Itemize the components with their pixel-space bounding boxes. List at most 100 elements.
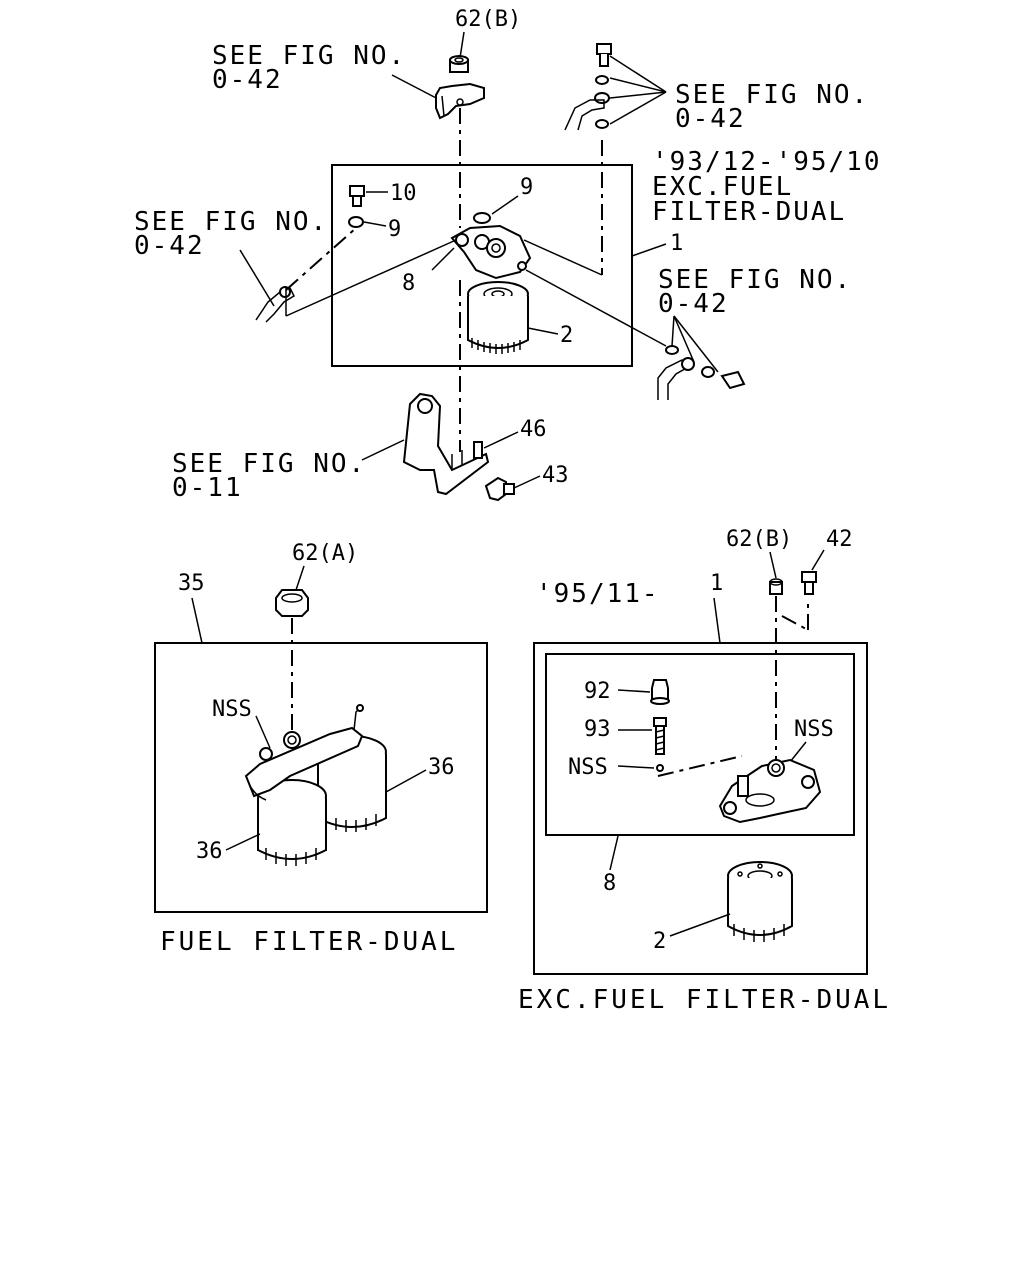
leader-2-top: [527, 327, 559, 335]
leader-8-top: [431, 247, 455, 271]
bolt-43: [484, 476, 515, 502]
leader-ref-right-1: [671, 315, 675, 347]
top-assembly-frame: [331, 164, 633, 367]
upper-bracket-clamp: [435, 82, 485, 120]
callout-43: 43: [542, 463, 569, 488]
callout-62b-single: 62(B): [726, 527, 792, 552]
leader-62b-top: [459, 31, 465, 59]
filter-head-8-single: [718, 758, 822, 824]
callout-1-top: 1: [670, 231, 683, 256]
oring-nss: [656, 764, 664, 772]
ref-upper-left-line2: 0-42: [212, 65, 283, 95]
top-section: 62(B) SEE FIG NO. 0-42: [134, 7, 882, 503]
leader-9-right: [491, 195, 519, 215]
right-fuel-pipe: [657, 345, 746, 400]
single-inner-frame: [545, 653, 855, 836]
line-left-pipe-to-head: [285, 239, 457, 317]
leader-ref-upper-left: [391, 74, 441, 101]
single-date-note: '95/11-: [536, 579, 660, 609]
callout-8-top: 8: [402, 271, 415, 296]
left-fuel-pipe: [255, 286, 295, 323]
nut-62b-single: [769, 578, 783, 595]
ref-left-line1: SEE FIG NO.: [134, 207, 328, 237]
ref-right-line1: SEE FIG NO.: [658, 265, 852, 295]
ref-upper-left-line1: SEE FIG NO.: [212, 41, 406, 71]
callout-2-single: 2: [653, 929, 666, 954]
line-head-to-right-pipe: [525, 269, 667, 347]
mounting-bracket: [402, 392, 490, 496]
single-filter-section: '95/11- 1 62(B) 42 92 93 NS: [518, 527, 891, 1015]
callout-35: 35: [178, 571, 205, 596]
callout-9-left: 9: [388, 217, 401, 242]
leader-43: [513, 475, 541, 489]
filter-head-8: [450, 224, 532, 280]
callout-46: 46: [520, 417, 547, 442]
ref-upper-right-line1: SEE FIG NO.: [675, 80, 869, 110]
leader-ur-4: [609, 91, 667, 125]
leader-62a: [295, 565, 305, 591]
leader-nss-dual: [255, 715, 271, 749]
nut-62a: [275, 589, 309, 617]
filter-cartridge-2-top: [467, 281, 529, 354]
bolt-10: [349, 185, 365, 207]
line-right-bolt-to-head: [523, 239, 603, 276]
callout-92: 92: [584, 679, 611, 704]
stud-46: [473, 441, 483, 459]
ref-right-line2: 0-42: [658, 289, 729, 319]
callout-nss-single-left: NSS: [568, 755, 608, 780]
leader-ur-3: [609, 91, 667, 99]
callout-36-right: 36: [428, 755, 455, 780]
line-left-pipe-to-washer: [285, 227, 357, 291]
upper-right-bolt-stack: [564, 43, 612, 131]
leader-1-top: [631, 243, 667, 257]
callout-62b-top: 62(B): [455, 7, 521, 32]
leader-36-right: [385, 769, 427, 793]
ref-bottom-line2: 0-11: [172, 473, 243, 503]
leader-nss-single-left: [617, 765, 655, 769]
callout-nss-single-right: NSS: [794, 717, 834, 742]
dash-oring-to-head: [657, 755, 743, 777]
ref-left-line2: 0-42: [134, 231, 205, 261]
washer-9-left: [348, 216, 364, 228]
dual-filter-assembly: [244, 704, 387, 866]
callout-62a: 62(A): [292, 541, 358, 566]
leader-8-single: [609, 835, 619, 871]
ref-upper-right-line2: 0-42: [675, 104, 746, 134]
callout-1-single: 1: [710, 571, 723, 596]
callout-nss-dual: NSS: [212, 697, 252, 722]
leader-42: [811, 549, 825, 571]
leader-62b-single: [769, 551, 777, 579]
filter-cartridge-2-single: [727, 861, 793, 942]
leader-92: [617, 689, 651, 693]
callout-8-single: 8: [603, 871, 616, 896]
leader-ref-bottom: [361, 439, 405, 461]
leader-ref-right-2: [673, 315, 695, 363]
top-date-note-line3: FILTER-DUAL: [652, 197, 846, 227]
callout-2-top: 2: [560, 323, 573, 348]
single-outer-frame: [533, 642, 868, 975]
leader-9-left: [363, 221, 387, 227]
leader-ref-left: [239, 249, 275, 307]
leader-46: [483, 431, 519, 449]
leader-35: [191, 597, 203, 644]
bolt-42: [801, 571, 817, 595]
callout-36-left: 36: [196, 839, 223, 864]
leader-2-single: [669, 913, 731, 937]
dual-filter-section: 35 62(A) NSS 36: [154, 541, 488, 957]
leader-ur-1: [609, 55, 667, 93]
leader-36-left: [225, 833, 261, 851]
callout-10: 10: [390, 181, 417, 206]
callout-9-right: 9: [520, 175, 533, 200]
dual-caption: FUEL FILTER-DUAL: [160, 927, 458, 957]
washer-9-right: [473, 212, 491, 224]
callout-42: 42: [826, 527, 853, 552]
leader-ref-right-3: [673, 315, 719, 373]
ref-bottom-line1: SEE FIG NO.: [172, 449, 366, 479]
leader-1-single: [713, 597, 721, 644]
single-bolt-dash-a: [781, 615, 809, 631]
top-date-note-line1: '93/12-'95/10: [652, 147, 882, 177]
screw-93: [653, 717, 667, 755]
cap-92: [650, 679, 670, 705]
single-caption: EXC.FUEL FILTER-DUAL: [518, 985, 891, 1015]
